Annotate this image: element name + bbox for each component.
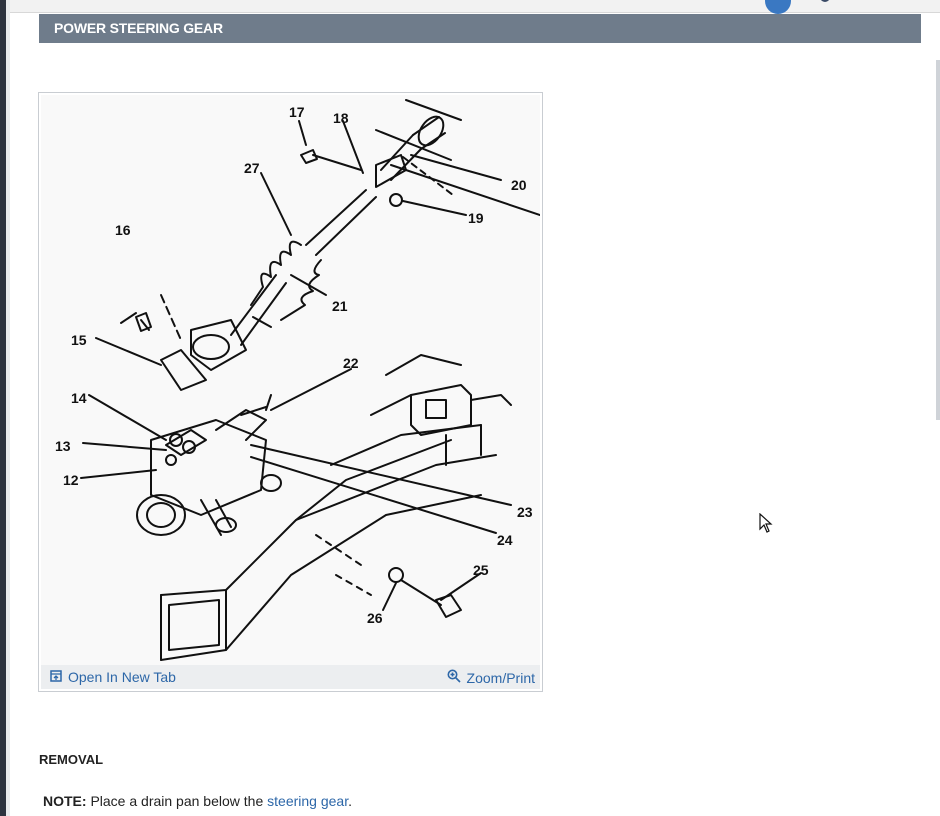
callout-27: 27	[244, 160, 260, 176]
callout-20: 20	[511, 177, 527, 193]
window-left-edge	[0, 0, 6, 816]
toolbar-avatar-icon[interactable]	[765, 0, 791, 14]
note-paragraph: NOTE: Place a drain pan below the steeri…	[43, 793, 352, 809]
toolbar-chevron-icon[interactable]	[820, 0, 830, 2]
top-toolbar	[10, 0, 940, 14]
section-header: POWER STEERING GEAR	[39, 14, 921, 43]
mouse-cursor-icon	[759, 512, 773, 538]
callout-22: 22	[343, 355, 359, 371]
open-new-tab-label: Open In New Tab	[68, 669, 176, 685]
callout-15: 15	[71, 332, 87, 348]
steering-gear-diagram[interactable]: 17 18 20 19 27 21 16 15 22 14 13 12 23 2…	[41, 95, 540, 665]
callout-26: 26	[367, 610, 383, 626]
window-left-border	[6, 0, 10, 816]
callout-25: 25	[473, 562, 489, 578]
callout-12: 12	[63, 472, 79, 488]
note-end: .	[348, 793, 352, 809]
scrollbar[interactable]	[936, 60, 940, 420]
callout-19: 19	[468, 210, 484, 226]
removal-heading: REMOVAL	[39, 752, 104, 767]
callout-23: 23	[517, 504, 533, 520]
note-label: NOTE:	[43, 793, 87, 809]
zoom-print-label: Zoom/Print	[466, 669, 535, 686]
zoom-print-link[interactable]: Zoom/Print	[447, 669, 535, 686]
callout-24: 24	[497, 532, 513, 548]
note-text: Place a drain pan below the	[86, 793, 268, 809]
callout-18: 18	[333, 110, 349, 126]
open-new-tab-link[interactable]: Open In New Tab	[50, 669, 176, 685]
steering-gear-link[interactable]: steering gear	[267, 793, 349, 809]
figure-container: 17 18 20 19 27 21 16 15 22 14 13 12 23 2…	[38, 92, 543, 692]
zoom-icon	[447, 669, 461, 686]
open-new-tab-icon	[50, 669, 62, 685]
figure-toolbar: Open In New Tab Zoom/Print	[41, 665, 540, 689]
callout-13: 13	[55, 438, 71, 454]
callout-21: 21	[332, 298, 348, 314]
callout-16: 16	[115, 222, 131, 238]
callout-17: 17	[289, 104, 305, 120]
diagram-svg: 17 18 20 19 27 21 16 15 22 14 13 12 23 2…	[55, 99, 540, 661]
callout-14: 14	[71, 390, 87, 406]
